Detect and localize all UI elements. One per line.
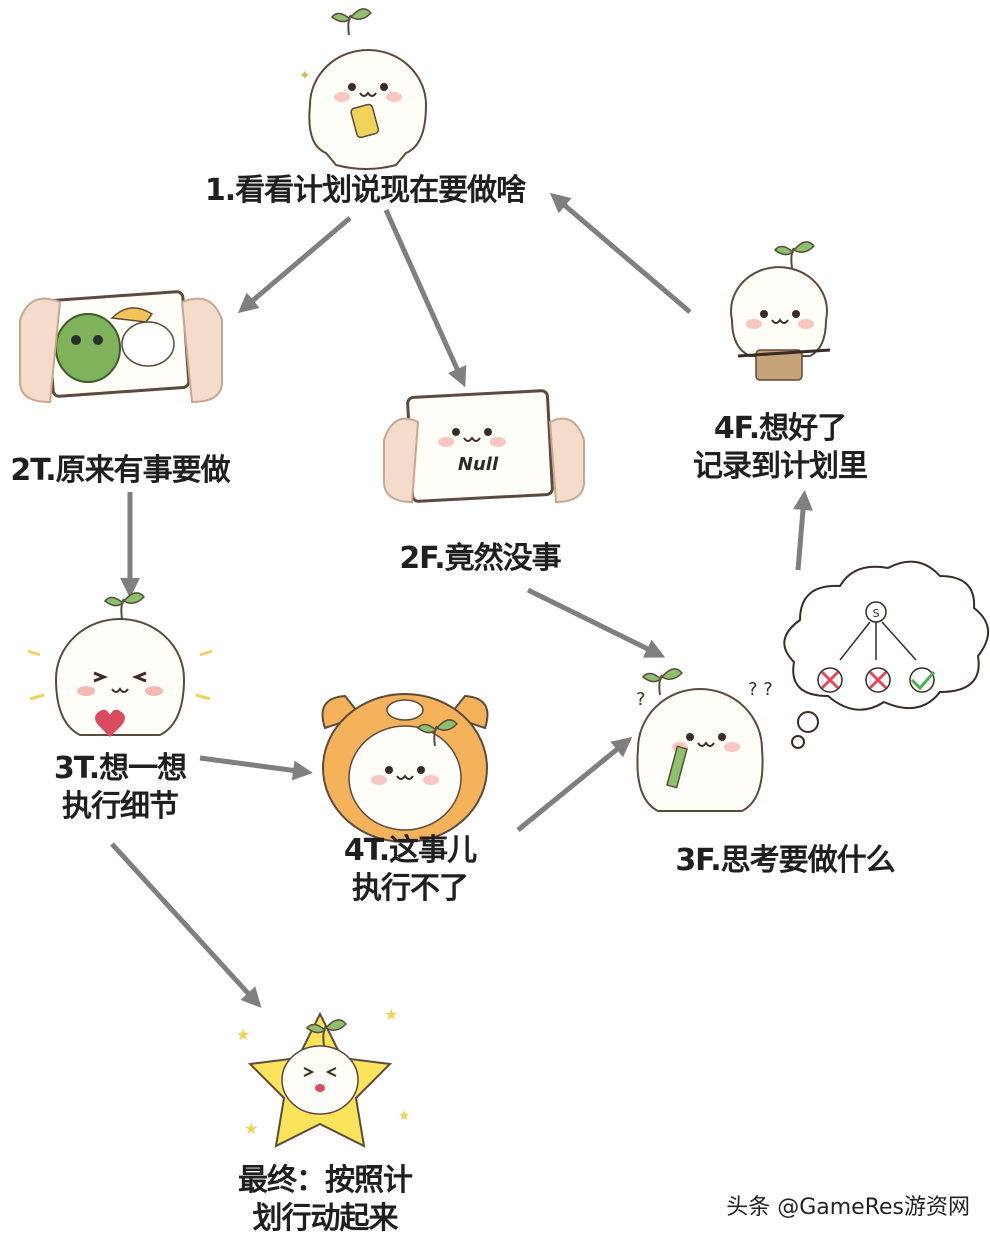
blob-thinking-illustration: ? ? ? [636, 667, 773, 812]
svg-text:★: ★ [398, 1108, 411, 1124]
final-label: 最终：按照计 划行动起来 [215, 1162, 435, 1238]
svg-text:?: ? [636, 689, 646, 710]
node-2f-label: 2F.竟然没事 [399, 541, 561, 576]
arrows [110, 192, 813, 1008]
node-4f-line1: 4F.想好了 [713, 411, 847, 446]
node-2t-label: 2T.原来有事要做 [10, 453, 230, 488]
arrow-3t-to-final [110, 842, 262, 1008]
final-line2: 划行动起来 [252, 1201, 399, 1236]
arrow-2f-to-3f [526, 587, 666, 658]
arrow-4f-to-1 [549, 192, 692, 314]
node-4f-label: 4F.想好了 记录到计划里 [670, 410, 890, 486]
svg-text:★: ★ [384, 1005, 398, 1024]
blob-reading-illustration: ✦ [299, 7, 428, 170]
arrow-1-to-2f [383, 208, 467, 388]
blob-heart-illustration [27, 591, 213, 737]
node-3t-label: 3T.想一想 执行细节 [30, 750, 210, 826]
svg-text:★: ★ [244, 1119, 258, 1138]
svg-text:★: ★ [236, 1025, 250, 1044]
svg-text:✦: ✦ [299, 68, 311, 84]
blob-writing-illustration [730, 240, 831, 381]
blob-dog-costume-illustration [321, 693, 489, 843]
arrow-3f-to-4f [793, 490, 813, 571]
svg-text:? ?: ? ? [748, 679, 773, 700]
arrow-3t-to-4t [199, 755, 313, 781]
node-4f-line2: 记录到计划里 [693, 449, 868, 484]
phone-frog-illustration [19, 290, 223, 404]
node-4t-line1: 4T.这事儿 [343, 833, 477, 868]
node-4t-label: 4T.这事儿 执行不了 [330, 832, 490, 908]
blob-star-illustration: ★ ★ ★ ★ [236, 1005, 411, 1148]
final-line1: 最终：按照计 [238, 1163, 413, 1198]
tree-root-label: S [873, 607, 880, 620]
phone-null-illustration: Null [382, 389, 586, 504]
node-1-label: 1.看看计划说现在要做啥 [204, 173, 526, 208]
node-3t-line1: 3T.想一想 [53, 751, 187, 786]
thought-cloud-illustration: S [783, 560, 989, 749]
arrow-4t-to-3f [516, 736, 633, 832]
watermark: 头条 @GameRes游资网 [726, 1195, 970, 1220]
node-3t-line2: 执行细节 [62, 789, 179, 824]
node-3f-label: 3F.思考要做什么 [675, 843, 895, 878]
node-4t-line2: 执行不了 [352, 871, 469, 906]
null-card-text: Null [458, 454, 499, 475]
arrow-1-to-2t [237, 216, 352, 314]
